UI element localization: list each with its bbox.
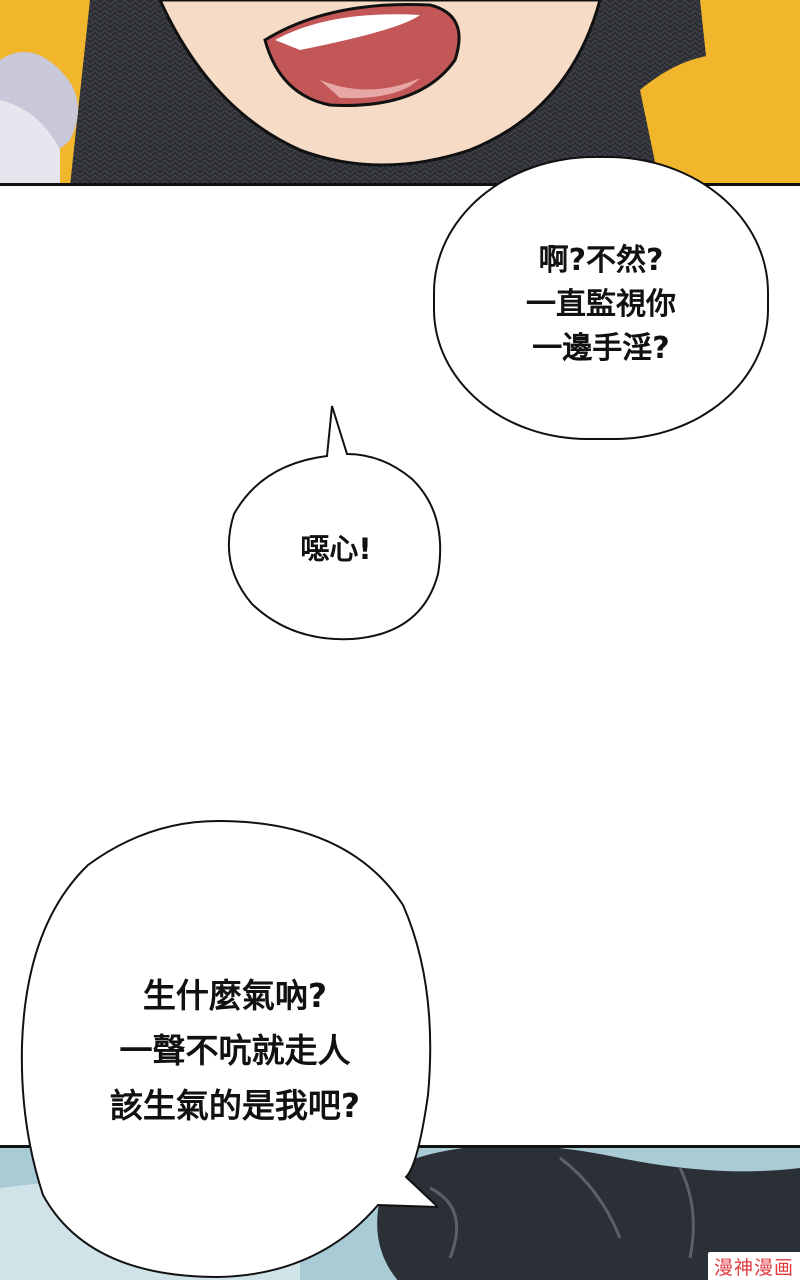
watermark-logo: 漫神漫画	[708, 1252, 800, 1280]
speech-bubble-3-text: 生什麼氣吶? 一聲不吭就走人 該生氣的是我吧?	[109, 976, 361, 1125]
top-panel-art	[0, 0, 800, 186]
speech-bubble-2-text: 噁心!	[300, 532, 372, 566]
speech-bubble-2-shape	[227, 405, 442, 641]
watermark-text: 漫神漫画	[713, 1256, 794, 1279]
speech-bubble-3-shape	[20, 819, 438, 1279]
speech-bubble-1: 啊?不然? 一直監視你 一邊手淫?	[433, 156, 769, 440]
speech-bubble-1-text: 啊?不然? 一直監視你 一邊手淫?	[526, 243, 676, 366]
face-closeup-illustration	[0, 0, 800, 183]
